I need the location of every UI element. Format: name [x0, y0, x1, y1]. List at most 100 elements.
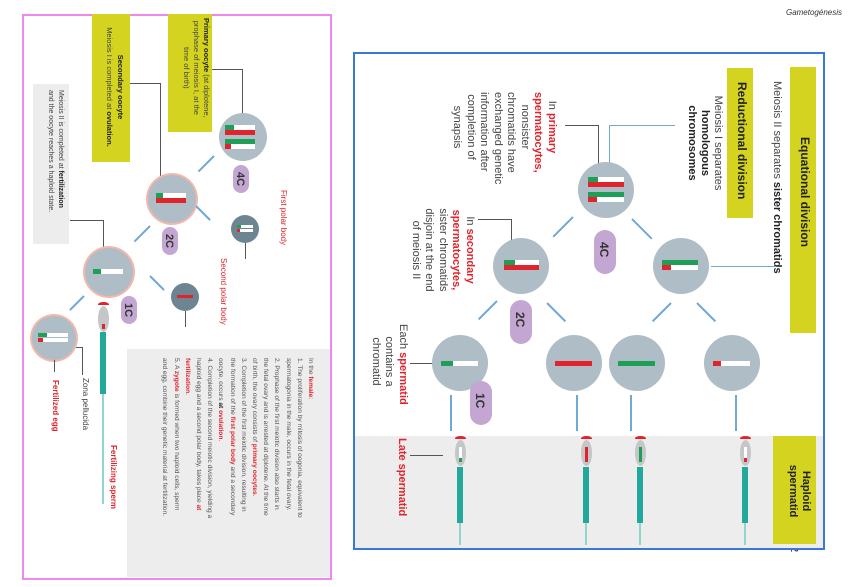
female-summary-line: 1. The proliferation by mitosis of oogon…	[295, 358, 303, 518]
header-title: Gametogénesis	[785, 8, 842, 17]
secondary-oocyte-label: Secondary oocyte Meiosis I is completed …	[105, 27, 125, 147]
fertilizing-sperm-label: Fertilizing sperm	[109, 445, 118, 510]
equational-division-box	[790, 67, 816, 333]
fertilized-egg-label: Fertilized egg	[51, 380, 60, 432]
dna-tag-4c: 4C	[233, 165, 249, 193]
connector-primary-note-v	[598, 125, 599, 165]
female-summary-line: 3. Completion of the first meiotic divis…	[239, 358, 247, 512]
second-polar-body-label: Second polar body	[219, 258, 228, 325]
secondary-spermatocyte-cell-2	[653, 238, 709, 294]
arrow-spermatid3-down	[630, 395, 632, 431]
male-dna-tag-1c: 1C	[470, 381, 492, 425]
haploid-spermatid-label: Haploid spermatid	[787, 464, 812, 518]
connector-secondary-note-v	[511, 219, 512, 241]
female-summary-line: 5. A zygote is formed when two haploid c…	[172, 358, 180, 511]
connector-meiosis2	[70, 220, 103, 221]
spermatid-cell-3	[609, 335, 665, 391]
female-summary-line: the fetal ovary and is arrested at diplo…	[262, 358, 270, 516]
connector-first-polar-body	[245, 243, 246, 259]
connector-meiosis2-v	[103, 220, 104, 257]
late-spermatid-chromatid-white	[744, 447, 747, 458]
late-spermatid-midpiece	[637, 467, 643, 523]
equational-division-subtitle: Meiosis II separates sister chromatids	[771, 81, 783, 274]
arrow-spermatid2-down	[576, 395, 578, 431]
connector-equational	[711, 266, 776, 267]
secondary-oocyte-box	[92, 14, 130, 162]
spermatid-cell-4	[704, 335, 760, 391]
mature-oocyte-cell	[85, 248, 133, 296]
fertilizing-sperm-tail	[102, 394, 104, 504]
connector-spermatid-note	[410, 363, 434, 364]
female-summary-line: oocyte, occurs at ovulation.	[217, 358, 225, 442]
late-spermatid-midpiece	[583, 467, 589, 523]
arrow-spermatid1-down	[450, 395, 452, 431]
fertilized-egg-cell	[32, 316, 76, 360]
secondary-oocyte-cell	[148, 175, 196, 223]
primary-spermatocyte-note: In primary spermatocytes, nonsister chro…	[451, 92, 559, 185]
female-summary-line: haploid egg and a second polar body, tak…	[194, 358, 202, 511]
equational-division-title: Equational division	[798, 137, 812, 248]
late-spermatid-tail	[744, 523, 746, 545]
late-spermatid-tail	[585, 523, 587, 545]
meiosis2-note: Meiosis II is completed at fertilization…	[47, 90, 64, 213]
reductional-division-title: Reductional division	[735, 82, 749, 200]
female-summary-line: and egg, combine their genetic material …	[161, 358, 169, 516]
haploid-spermatid-box	[773, 436, 816, 544]
spermatid-note: Each spermatid contains a chromatid	[370, 324, 409, 405]
connector-primary-oocyte-v	[242, 69, 243, 113]
female-summary-line: fertilization.	[183, 358, 191, 396]
dna-tag-2c: 2C	[162, 227, 178, 255]
fertilizing-sperm-chromatid	[102, 324, 105, 329]
connector-fertilized-egg	[54, 360, 55, 372]
late-spermatid-acrosome	[455, 436, 466, 441]
male-dna-tag-4c: 4C	[594, 230, 616, 274]
late-spermatid-midpiece	[742, 467, 748, 523]
reductional-division-box	[727, 68, 753, 218]
first-polar-body-cell	[231, 215, 259, 243]
late-spermatid-chromatid-white	[459, 447, 462, 458]
late-spermatid-midpiece	[457, 467, 463, 523]
secondary-spermatocyte-note: In secondary spermatocytes, sister chrom…	[410, 208, 476, 292]
female-summary-line: 2. Prophase of the first meiotic divisio…	[273, 358, 281, 510]
fertilizing-sperm-acrosome	[98, 302, 109, 307]
connector-reductional-v	[609, 125, 610, 165]
connector-secondary-note	[478, 219, 511, 220]
female-summary-line: of birth, the ovary consists of primary …	[250, 358, 258, 497]
female-summary-text: In the female: 1. The proliferation by m…	[159, 358, 316, 518]
female-summary-intro: In the female:	[307, 358, 314, 400]
late-spermatid-acrosome	[635, 436, 646, 441]
female-summary-line: the formation of the first polar body an…	[228, 358, 236, 516]
primary-oocyte-cell	[219, 113, 267, 161]
connector-second-polar-body	[185, 311, 186, 327]
late-spermatid-tail	[639, 523, 641, 545]
fertilizing-sperm-head	[98, 306, 109, 332]
connector-primary-note	[565, 125, 598, 126]
connector-zona-pellucida-v	[82, 347, 83, 375]
female-summary-line: spermatogonia in the male, occurs in the…	[284, 358, 292, 511]
dna-tag-1c: 1C	[121, 296, 137, 324]
late-spermatid-acrosome	[581, 436, 592, 441]
male-panel	[353, 52, 825, 550]
late-spermatid-acrosome	[740, 436, 751, 441]
fertilizing-sperm-midpiece	[100, 332, 106, 394]
primary-spermatocyte-cell	[578, 162, 634, 218]
secondary-spermatocyte-cell-1	[493, 238, 549, 294]
late-spermatid-chromatid	[459, 458, 462, 462]
late-spermatid-label: Late spermatid	[396, 438, 408, 517]
late-spermatid-chromatid	[639, 447, 642, 462]
connector-secondary-oocyte	[130, 83, 160, 84]
female-summary-line: 4. Completion of the second meiotic divi…	[206, 358, 214, 519]
male-dna-tag-2c: 2C	[510, 300, 532, 344]
connector-late-spermatid	[410, 455, 443, 456]
primary-oocyte-box	[168, 14, 212, 132]
late-spermatid-chromatid	[585, 447, 588, 462]
second-polar-body-cell	[171, 283, 199, 311]
meiosis2-note-box	[33, 84, 69, 244]
connector-secondary-oocyte-v	[160, 83, 161, 180]
arrow-spermatid4-down	[735, 395, 737, 431]
late-spermatid-chromatid	[744, 458, 747, 462]
connector-reductional	[609, 125, 675, 126]
connector-zona-pellucida	[76, 347, 82, 348]
first-polar-body-label: First polar body	[279, 190, 288, 246]
late-spermatid-tail	[459, 523, 461, 545]
